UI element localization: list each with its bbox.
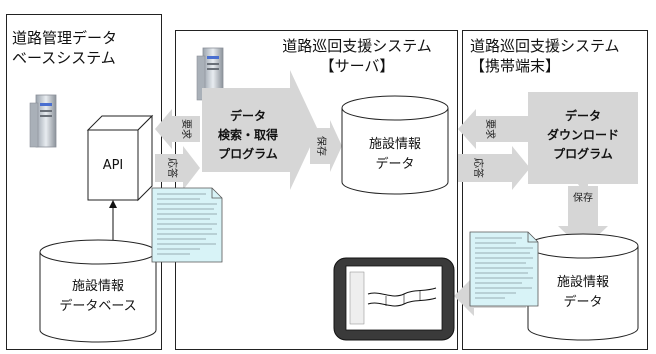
left-db-line-1: 施設情報	[72, 278, 124, 294]
search-program-line-3: プログラム	[218, 146, 278, 161]
download-program-line-1: データ	[565, 108, 601, 123]
server-save-arrow	[310, 120, 342, 172]
xml-document-icon-left	[151, 187, 223, 263]
server-db-line-1: 施設情報	[369, 136, 421, 152]
left-request-label: 要求	[180, 119, 192, 139]
api-box	[86, 114, 154, 202]
search-program-line-2: 検索・取得	[218, 127, 278, 142]
api-label: API	[103, 158, 124, 173]
search-program-line-1: データ	[230, 108, 266, 123]
left-request-arrow	[155, 109, 200, 149]
server-db-line-2: データ	[375, 156, 414, 172]
tablet-icon	[333, 257, 455, 341]
server-panel-title: 道路巡回支援システム 【サーバ】	[282, 37, 432, 75]
right-response-arrow	[458, 146, 530, 190]
download-program-line-3: プログラム	[553, 146, 613, 161]
search-program-shape	[202, 70, 318, 190]
download-program-shape	[528, 92, 638, 200]
left-response-label: 応答	[166, 158, 179, 178]
xml-document-icon-right	[469, 231, 539, 307]
db-to-api-arrow	[109, 200, 117, 240]
server-save-label: 保存	[315, 136, 328, 156]
server-icon	[196, 47, 224, 101]
terminal-save-label: 保存	[573, 191, 593, 204]
left-panel-title: 道路管理データ ベースシステム	[12, 29, 118, 67]
left-db-cylinder	[39, 239, 157, 343]
left-server-icon	[29, 94, 57, 148]
left-db-line-2: データベース	[59, 298, 136, 314]
download-program-line-2: ダウンロード	[547, 127, 619, 142]
terminal-db-line-1: 施設情報	[557, 274, 609, 290]
right-response-label: 応答	[472, 158, 485, 178]
server-db-cylinder	[341, 95, 449, 195]
right-request-arrow	[458, 109, 530, 149]
terminal-panel-title: 道路巡回支援システム 【携帯端末】	[470, 37, 620, 75]
right-request-label: 要求	[484, 119, 496, 139]
terminal-db-cylinder	[527, 233, 639, 341]
terminal-db-line-2: データ	[563, 294, 602, 310]
left-response-arrow	[155, 146, 200, 190]
